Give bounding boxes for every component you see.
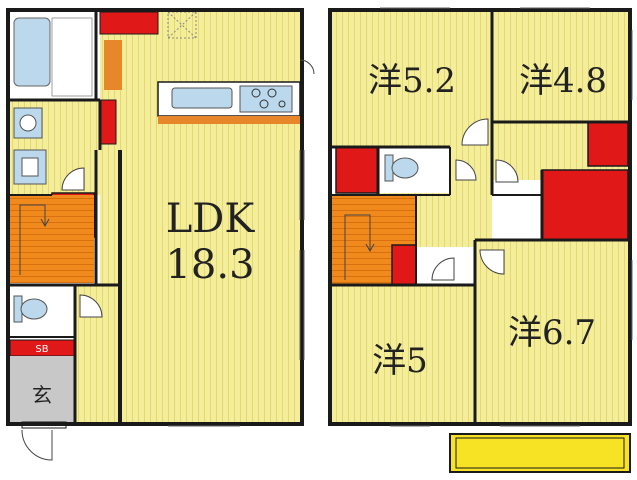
kitchen-sink [171,87,233,109]
storage-left [99,99,117,145]
doors-2f [431,118,519,281]
storage-2f-a [335,146,379,194]
shoe-box-label: SB [35,344,48,355]
walls-1f [6,8,304,426]
toilet-2f [391,157,419,179]
room-5-label: 洋5 [372,341,428,381]
storage-2f-b [587,121,629,167]
washing-machine-drum [21,157,39,177]
stove [239,85,293,113]
stair-arrow-head-2f [365,243,375,253]
stair-arrow-head-1f [40,218,50,228]
counter-strip [104,40,122,90]
balcony [449,433,631,473]
toilet-1f [20,298,48,320]
bathtub [13,17,51,87]
balcony-inner [455,437,625,469]
entrance-floor [10,356,74,422]
genkan-label: 玄 [32,383,52,407]
storage-2f-c [541,169,629,241]
washbasin-bowl [19,114,37,132]
storage-top [99,11,159,35]
stove-burners [251,88,286,109]
windows-2f [380,7,633,427]
second-floor: 洋5.2 洋4.8 洋5 洋6.7 [328,7,633,473]
storage-2f-d [391,244,417,286]
room-5.2-label: 洋5.2 [368,61,456,101]
doors-1f [21,59,315,461]
stair-arrow-1f [19,204,46,275]
windows-1f [168,150,305,427]
room-6.7-label: 洋6.7 [508,313,596,353]
ldk-size-label: 18.3 [165,242,254,288]
room-5.2-floor [332,12,492,147]
room-4.8-label: 洋4.8 [519,61,607,101]
stair-arrow-2f [344,214,371,280]
walls-2f [328,8,632,426]
stairs-1f [10,195,94,283]
ldk-label: LDK [166,196,256,242]
kitchen-base [158,116,300,124]
room-5-floor [332,285,475,424]
first-floor: 玄 SB LDK 18.3 [6,8,315,461]
bath-wash-area [51,17,93,97]
ldk-floor [100,12,300,422]
